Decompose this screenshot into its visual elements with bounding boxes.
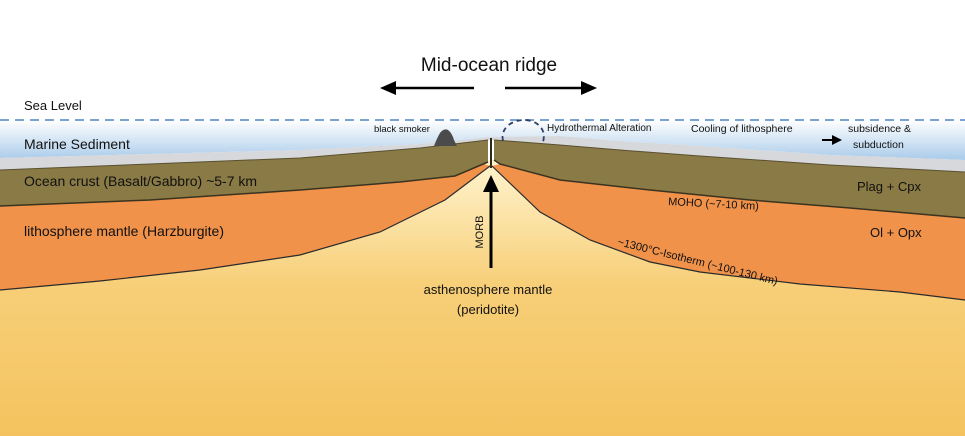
cooling-lithosphere-label: Cooling of lithosphere bbox=[691, 123, 793, 135]
moho-boundary-left bbox=[0, 161, 489, 207]
lithosphere-mantle-right bbox=[492, 164, 965, 300]
spreading-arrow-right-icon bbox=[505, 81, 597, 95]
marine-sediment-label: Marine Sediment bbox=[24, 136, 130, 152]
moho-label: MOHO (~7-10 km) bbox=[668, 196, 759, 213]
plag-cpx-label: Plag + Cpx bbox=[857, 179, 921, 194]
subsidence-label: subsidence & bbox=[848, 123, 911, 135]
black-smoker-label: black smoker bbox=[374, 124, 430, 135]
ol-opx-label: Ol + Opx bbox=[870, 225, 922, 240]
ocean-crust-label: Ocean crust (Basalt/Gabbro) ~5-7 km bbox=[24, 173, 257, 189]
marine-sediment-layer bbox=[0, 136, 965, 172]
lithosphere-mantle-label: lithosphere mantle (Harzburgite) bbox=[24, 223, 224, 239]
spreading-arrow-left-icon bbox=[380, 81, 474, 95]
crust-top-boundary-right bbox=[493, 139, 965, 173]
asthenosphere-label: asthenosphere mantle bbox=[424, 282, 553, 297]
ocean-crust-right bbox=[494, 140, 965, 218]
isotherm-boundary-left bbox=[0, 165, 491, 291]
morb-label: MORB bbox=[474, 216, 486, 249]
diagram-title: Mid-ocean ridge bbox=[421, 55, 557, 76]
black-smoker-icon bbox=[434, 129, 457, 146]
subduction-label: subduction bbox=[853, 139, 904, 151]
sea-level-label: Sea Level bbox=[24, 98, 82, 113]
lithosphere-mantle-left bbox=[0, 164, 490, 290]
morb-upwelling-arrow-icon bbox=[483, 175, 499, 268]
hydrothermal-loop-icon bbox=[501, 119, 545, 143]
peridotite-label: (peridotite) bbox=[457, 302, 519, 317]
hydrothermal-alteration-label: Hydrothermal Alteration bbox=[547, 123, 652, 134]
isotherm-boundary-right bbox=[491, 165, 965, 301]
ocean-crust-left bbox=[0, 140, 488, 206]
moho-boundary-right bbox=[493, 159, 965, 219]
subsidence-arrow-icon bbox=[822, 135, 842, 145]
seawater-layer bbox=[0, 120, 965, 160]
